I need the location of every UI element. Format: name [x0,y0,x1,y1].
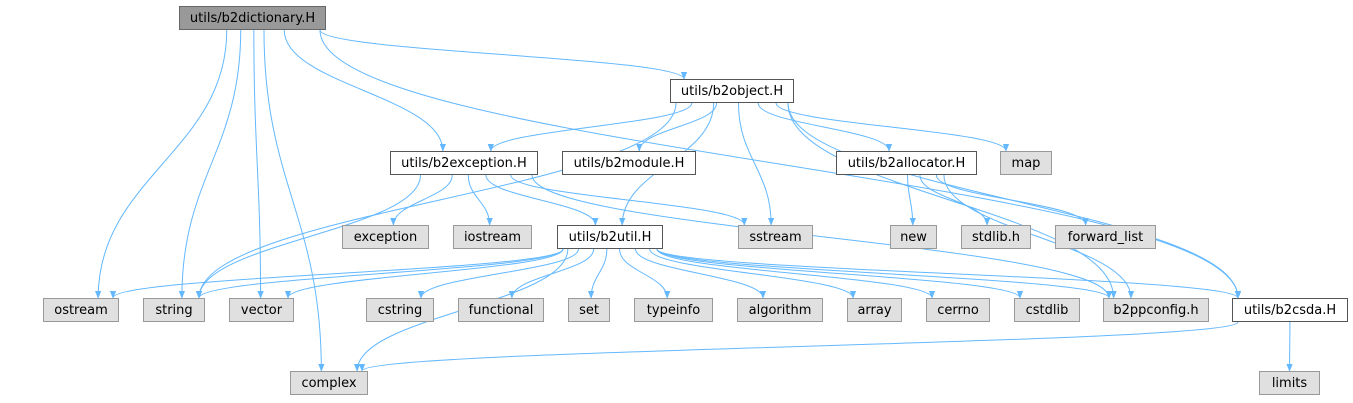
node-cerrno[interactable]: cerrno [926,298,990,322]
node-new[interactable]: new [890,225,937,249]
edge-b2allocator-to-stdlib [919,174,991,226]
edge-b2exception-to-string [195,174,421,299]
edge-b2dictionary-to-b2exception [283,29,447,152]
edge-b2util-to-cstdlib [656,248,1024,299]
edge-b2util-to-cerrno [656,248,936,299]
node-b2ppconfig[interactable]: b2ppconfig.h [1103,298,1209,322]
edge-b2util-to-vector [284,248,564,299]
edge-b2util-to-b2csda [656,248,1242,299]
edge-b2object-to-string [195,102,677,299]
node-map[interactable]: map [1000,151,1052,175]
edge-b2object-to-b2ppconfig [787,102,1117,299]
edge-b2util-to-typeinfo [619,248,671,299]
node-functional[interactable]: functional [458,298,544,322]
edge-b2allocator-to-b2ppconfig [943,174,1135,299]
edge-b2util-to-cstring [417,248,579,299]
edge-b2csda-to-complex [359,321,1239,372]
node-b2allocator[interactable]: utils/b2allocator.H [836,151,977,175]
node-ostream[interactable]: ostream [43,298,119,322]
edge-b2util-to-algorithm [635,248,767,299]
node-b2module[interactable]: utils/b2module.H [562,151,696,175]
node-exception[interactable]: exception [342,225,429,249]
node-b2object[interactable]: utils/b2object.H [670,79,794,103]
edge-b2util-to-string [195,248,564,299]
edge-b2dictionary-to-ostream [94,29,228,299]
node-algorithm[interactable]: algorithm [737,298,823,322]
edge-b2dictionary-to-b2object [319,29,688,80]
edge-b2object-to-sstream [738,102,775,226]
edge-b2object-to-b2allocator [757,102,893,152]
node-b2exception[interactable]: utils/b2exception.H [390,151,538,175]
node-array[interactable]: array [847,298,902,322]
node-set[interactable]: set [568,298,610,322]
node-string[interactable]: string [143,298,205,322]
edge-b2exception-to-sstream [510,174,748,226]
node-limits[interactable]: limits [1259,371,1320,395]
edge-b2object-to-map [775,102,1010,152]
edge-b2util-to-set [587,248,608,299]
edge-b2allocator-to-forward_list [935,174,1089,226]
node-typeinfo[interactable]: typeinfo [634,298,713,322]
edge-b2allocator-to-new [907,174,916,226]
edge-b2exception-to-b2ppconfig [531,174,1113,299]
node-cstring[interactable]: cstring [366,298,434,322]
edge-b2util-to-array [649,248,857,299]
edge-b2dictionary-to-string [178,29,242,299]
node-cstdlib[interactable]: cstdlib [1014,298,1080,322]
edge-b2dictionary-to-complex [263,29,325,372]
node-b2dictionary[interactable]: utils/b2dictionary.H [179,6,326,30]
edge-b2object-to-b2module [636,102,718,152]
node-sstream[interactable]: sstream [738,225,813,249]
edge-b2util-to-ostream [109,248,564,299]
node-vector[interactable]: vector [229,298,294,322]
edge-b2util-to-b2ppconfig [656,248,1113,299]
node-iostream[interactable]: iostream [453,225,532,249]
node-stdlib[interactable]: stdlib.h [961,225,1031,249]
node-complex[interactable]: complex [290,371,368,395]
node-b2util[interactable]: utils/b2util.H [557,225,663,249]
edge-b2exception-to-b2util [485,174,599,226]
edge-b2object-to-b2exception [487,102,693,152]
edge-b2dictionary-to-vector [253,29,264,299]
edge-b2exception-to-iostream [467,174,493,226]
node-b2csda[interactable]: utils/b2csda.H [1232,298,1348,322]
edge-b2dictionary-to-b2csda [319,29,1242,299]
edge-b2util-to-functional [508,248,595,299]
edge-b2exception-to-exception [390,174,453,226]
node-forward-list[interactable]: forward_list [1055,225,1156,249]
